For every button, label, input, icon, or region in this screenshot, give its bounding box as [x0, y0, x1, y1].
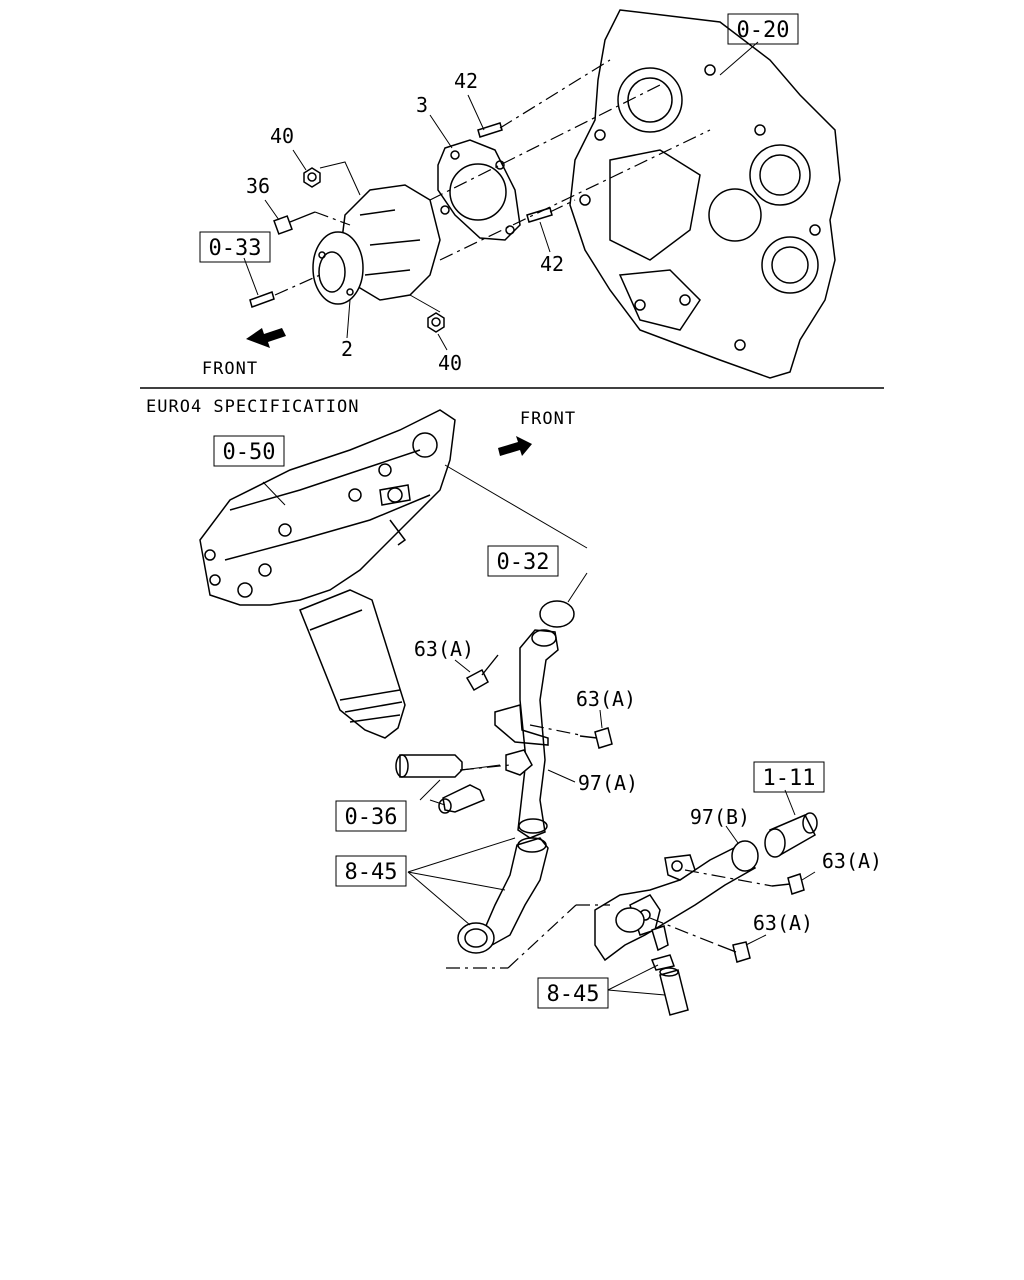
ref-box-0-36: 0-36 [345, 805, 398, 830]
part-number-63a-1: 63(A) [414, 637, 474, 661]
part-number-40-upper: 40 [270, 124, 294, 148]
water-pipe-b [594, 840, 759, 962]
ref-box-0-20-frame [727, 13, 799, 45]
ref-box-0-33-frame [199, 231, 271, 263]
part-number-2: 2 [341, 337, 353, 361]
part-number-63a-2: 63(A) [576, 687, 636, 711]
bolts-63a [465, 654, 805, 963]
o-ring-0-32 [539, 600, 575, 628]
part-number-63a-3: 63(A) [822, 849, 882, 873]
ref-box-0-36-frame [335, 800, 407, 832]
part-number-36: 36 [246, 174, 270, 198]
top-leader-lines [243, 41, 759, 351]
part-number-3: 3 [416, 93, 428, 117]
ref-box-0-33: 0-33 [209, 236, 262, 261]
bolts-and-nuts-top [249, 122, 553, 333]
ref-box-1-11: 1-11 [763, 766, 816, 791]
part-number-42-upper: 42 [454, 69, 478, 93]
part-number-63a-4: 63(A) [753, 911, 813, 935]
front-label-top: FRONT [202, 359, 258, 379]
ref-box-0-20: 0-20 [737, 18, 790, 43]
front-arrow-top [246, 328, 286, 348]
top-dash-lines [274, 59, 711, 296]
ref-box-8-45: 8-45 [345, 860, 398, 885]
part-number-40-lower: 40 [438, 351, 462, 375]
water-pipe-a [494, 629, 559, 839]
part-number-97b: 97(B) [690, 805, 750, 829]
part-number-97a: 97(A) [578, 771, 638, 795]
timing-case-cover [569, 9, 841, 379]
ref-box-0-50: 0-50 [223, 440, 276, 465]
oil-filter [299, 589, 406, 739]
oil-cooler-housing [199, 409, 456, 606]
ref-box-8-45-lower: 8-45 [547, 982, 600, 1007]
front-label-bottom: FRONT [520, 409, 576, 429]
bottom-dash-lines [446, 724, 773, 969]
hose-8-45 [457, 837, 549, 954]
ref-box-0-32: 0-32 [497, 550, 550, 575]
section-title: EURO4 SPECIFICATION [146, 397, 359, 417]
hose-8-45-small [650, 954, 689, 1016]
water-pump [312, 184, 441, 305]
ref-box-8-45-lower-frame [537, 977, 609, 1009]
fittings-0-36 [395, 749, 533, 814]
ref-box-0-32-frame [487, 545, 559, 577]
pipe-1-11 [764, 812, 818, 858]
part-number-42-lower: 42 [540, 252, 564, 276]
water-pump-gasket [437, 139, 521, 241]
bottom-leader-lines [262, 464, 816, 996]
ref-box-1-11-frame [753, 761, 825, 793]
front-arrow-bottom [498, 436, 532, 456]
ref-box-8-45-frame [335, 855, 407, 887]
ref-box-0-50-frame [213, 435, 285, 467]
